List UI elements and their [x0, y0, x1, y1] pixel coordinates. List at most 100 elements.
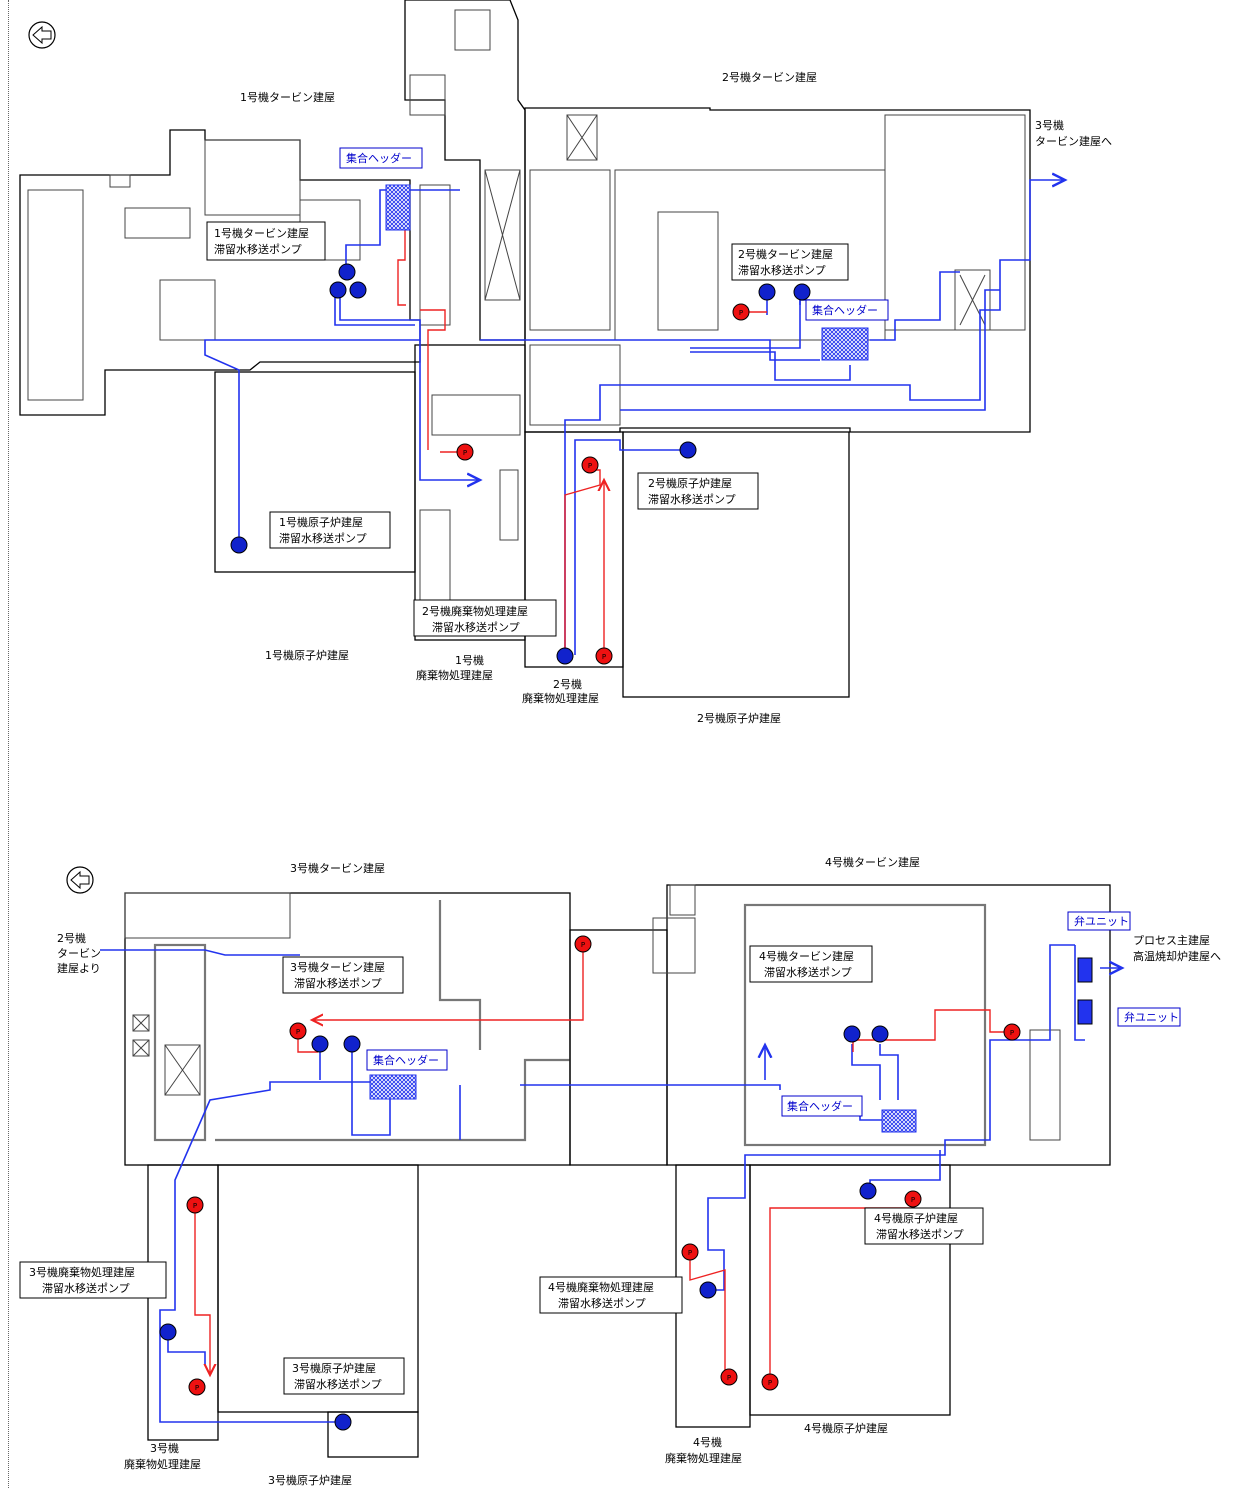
header-label-box: [339, 147, 423, 169]
valve-unit-top: [1077, 957, 1093, 983]
header-label-unit1: 集合ヘッダー: [346, 151, 412, 165]
u3-reactor-pump-label-2: 滞留水移送ポンプ: [294, 1377, 382, 1391]
pump-red: [456, 443, 474, 461]
unit3-turbine-building-label: 3号機タービン建屋: [290, 861, 385, 875]
pump-red: [904, 1190, 922, 1208]
unit2-reactor-building-outline: [622, 431, 850, 698]
from-unit2-label-3: 建屋より: [57, 961, 101, 975]
central-structure: [404, 0, 526, 341]
u4-turbine-pump-label-2: 滞留水移送ポンプ: [764, 965, 852, 979]
unit3-reactor-annex-outline: [327, 1411, 419, 1458]
pump-label-box: [539, 1276, 683, 1314]
u4-waste-pump-label-1: 4号機廃棄物処理建屋: [548, 1280, 654, 1294]
u3-reactor-building-label: 3号機原子炉建屋: [268, 1473, 352, 1487]
north-arrow-icon: [28, 21, 56, 49]
pump-blue: [871, 1025, 889, 1043]
unit3-reactor-building-outline: [217, 1164, 419, 1413]
pump-label-box: [19, 1261, 167, 1299]
pump-blue: [230, 536, 248, 554]
pump-label-box: [283, 1357, 405, 1395]
unit3-extension-outline: [569, 929, 668, 1166]
to-process-label-2: 高温焼却炉建屋へ: [1133, 949, 1221, 963]
header-label-box: [366, 1049, 448, 1071]
red-transfer-pipes-bottom: [194, 945, 1012, 1380]
pump-blue: [843, 1025, 861, 1043]
pump-blue: [679, 441, 697, 459]
u2-waste-building-label-1: 2号機: [553, 677, 582, 691]
pump-blue: [334, 1413, 352, 1431]
u4-reactor-pump-label-1: 4号機原子炉建屋: [874, 1211, 958, 1225]
header-label-box: [805, 299, 889, 321]
pump-label-box: [206, 221, 326, 261]
u4-waste-building-label-2: 廃棄物処理建屋: [665, 1451, 742, 1465]
u3-waste-pump-label-2: 滞留水移送ポンプ: [42, 1281, 130, 1295]
u3-turbine-pump-label-1: 3号機タービン建屋: [290, 960, 385, 974]
blue-transfer-pipes-bottom: [100, 944, 1122, 1423]
pump-red: [595, 647, 613, 665]
pump-label-box: [749, 945, 873, 983]
pump-red: [732, 303, 750, 321]
unit3-waste-building-outline: [147, 1164, 219, 1441]
pump-blue: [556, 647, 574, 665]
to-unit3-label-2: タービン建屋へ: [1035, 134, 1112, 148]
u4-turbine-pump-label-1: 4号機タービン建屋: [759, 949, 854, 963]
pump-blue: [343, 1035, 361, 1053]
unit4-turbine-building-label: 4号機タービン建屋: [825, 855, 920, 869]
pump-blue: [311, 1035, 329, 1053]
pump-red: [186, 1196, 204, 1214]
u1-waste-building-label-2: 廃棄物処理建屋: [416, 668, 493, 682]
pump-blue: [859, 1182, 877, 1200]
u3-reactor-pump-label-1: 3号機原子炉建屋: [292, 1361, 376, 1375]
pump-blue: [159, 1323, 177, 1341]
u2-reactor-pump-label-1: 2号機原子炉建屋: [648, 476, 732, 490]
blue-transfer-pipes-top: [204, 180, 1065, 655]
u2-turbine-pump-label-1: 2号機タービン建屋: [738, 247, 833, 261]
unit3-turbine-building-outline: [124, 892, 571, 1166]
unit1-turbine-building-label: 1号機タービン建屋: [240, 90, 335, 104]
u3-waste-building-label-1: 3号機: [150, 1441, 179, 1455]
u3-turbine-pump-label-2: 滞留水移送ポンプ: [294, 976, 382, 990]
pump-blue: [758, 283, 776, 301]
u4-waste-building-label-1: 4号機: [693, 1435, 722, 1449]
pump-red: [581, 456, 599, 474]
collection-header-unit4: [881, 1109, 917, 1133]
pump-red: [761, 1373, 779, 1391]
unit4-reactor-building-outline: [749, 1164, 951, 1416]
pump-blue: [349, 281, 367, 299]
to-process-label-1: プロセス主建屋: [1133, 933, 1210, 947]
u3-waste-pump-label-1: 3号機廃棄物処理建屋: [29, 1265, 135, 1279]
page-border: [8, 0, 9, 1488]
pump-red: [188, 1378, 206, 1396]
u1-waste-building-label-1: 1号機: [455, 653, 484, 667]
u2-turbine-pump-label-2: 滞留水移送ポンプ: [738, 263, 826, 277]
u4-reactor-building-label: 4号機原子炉建屋: [804, 1421, 888, 1435]
u2-waste-pump-label-2: 滞留水移送ポンプ: [432, 620, 520, 634]
from-unit2-label-2: タービン: [57, 947, 101, 960]
pump-red: [289, 1022, 307, 1040]
pump-blue: [329, 281, 347, 299]
pump-red: [574, 935, 592, 953]
header-label-box: [781, 1095, 863, 1117]
valve-unit-bottom-label: 弁ユニット: [1124, 1010, 1179, 1024]
pump-label-box: [282, 956, 404, 994]
to-unit3-label-1: 3号機: [1035, 118, 1064, 132]
u4-waste-pump-label-2: 滞留水移送ポンプ: [558, 1296, 646, 1310]
header-label-unit4: 集合ヘッダー: [787, 1099, 853, 1113]
collection-header-unit3: [369, 1074, 417, 1100]
u2-reactor-pump-label-2: 滞留水移送ポンプ: [648, 492, 736, 506]
valve-unit-bottom: [1077, 999, 1093, 1025]
u2-reactor-building-label: 2号機原子炉建屋: [697, 711, 781, 725]
pump-red: [720, 1368, 738, 1386]
valve-unit-label-box: [1117, 1007, 1181, 1027]
north-arrow-icon: [66, 866, 94, 894]
u1-turbine-pump-label-1: 1号機タービン建屋: [214, 226, 309, 240]
collection-header-unit2: [821, 327, 869, 361]
valve-unit-label-box: [1067, 911, 1131, 931]
u1-reactor-building-label: 1号機原子炉建屋: [265, 648, 349, 662]
pump-red: [1003, 1023, 1021, 1041]
pump-blue: [338, 263, 356, 281]
u4-reactor-pump-label-2: 滞留水移送ポンプ: [876, 1227, 964, 1241]
unit1-waste-building-outline: [414, 344, 526, 641]
pump-red: [681, 1243, 699, 1261]
u2-waste-pump-label-1: 2号機廃棄物処理建屋: [422, 604, 528, 618]
